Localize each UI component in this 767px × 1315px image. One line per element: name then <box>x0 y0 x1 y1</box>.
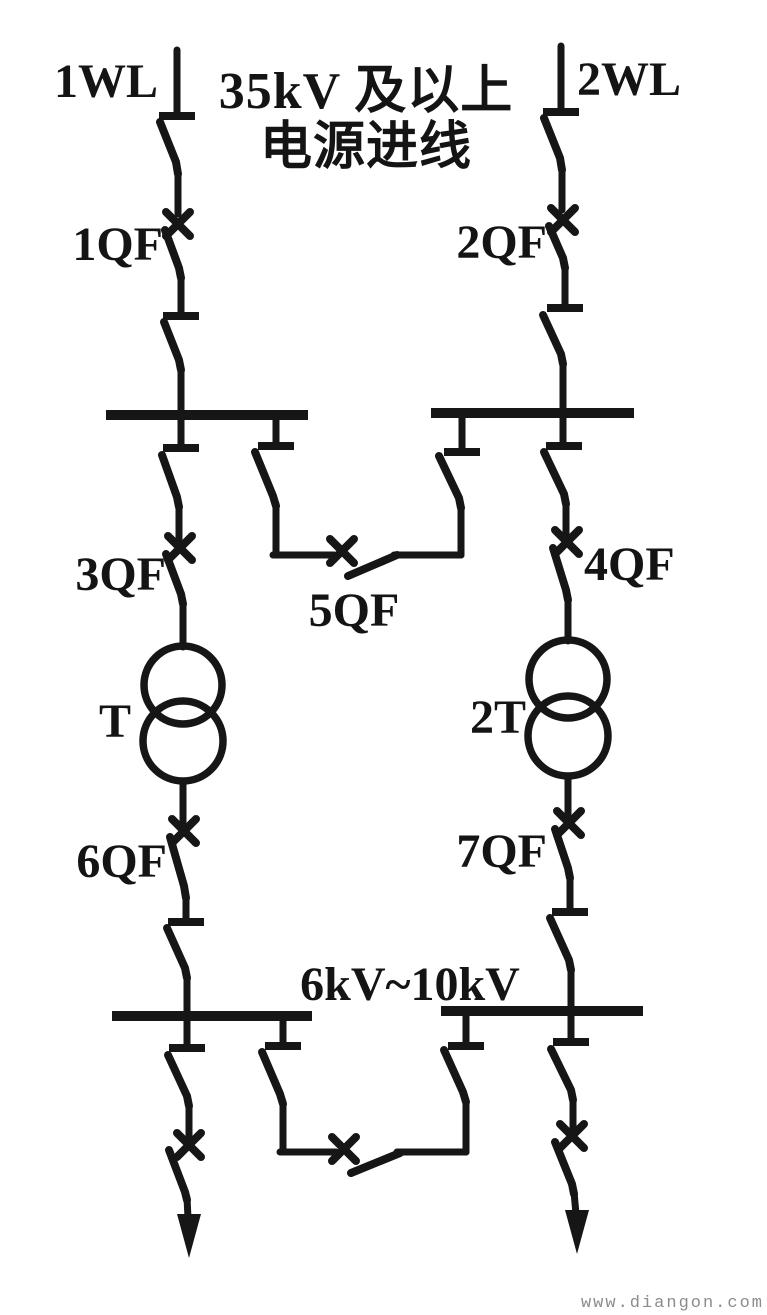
breaker-3qf-symbol <box>162 532 196 608</box>
breaker-7qf-symbol <box>551 807 585 882</box>
breaker-6qf-label: 6QF <box>76 835 167 888</box>
load-arrow-left <box>177 1214 201 1258</box>
outgoing-breaker-left-symbol <box>165 1129 205 1204</box>
bus-tie-5qf <box>251 409 480 580</box>
outgoing-breaker-right-symbol <box>551 1120 588 1198</box>
feeder-1wl <box>139 46 227 1258</box>
breaker-5qf-label: 5QF <box>309 584 400 637</box>
breaker-4qf-label: 4QF <box>584 538 675 591</box>
transformer-t-label: T <box>99 695 131 748</box>
bus-6-10kv-label: 6kV~10kV <box>300 958 520 1011</box>
breaker-1qf-label: 1QF <box>72 218 163 271</box>
diagram-title-line2: 电源进线 <box>260 118 472 176</box>
breaker-2qf-label: 2QF <box>456 216 547 269</box>
load-arrow-right <box>565 1210 589 1254</box>
breaker-4qf-symbol <box>549 526 583 604</box>
transformer-2t-label: 2T <box>470 691 526 744</box>
breaker-6qf-symbol <box>166 815 200 902</box>
transformer-2t-symbol <box>524 636 612 780</box>
breaker-7qf-label: 7QF <box>456 825 547 878</box>
incoming-line-1wl-label: 1WL <box>54 55 158 108</box>
transformer-t-symbol <box>139 642 227 785</box>
watermark: www.diangon.com <box>581 1294 764 1313</box>
breaker-3qf-label: 3QF <box>75 548 166 601</box>
breaker-1qf-symbol <box>161 208 194 282</box>
bus-tie-lower <box>258 1007 484 1177</box>
diagram-title-line1: 35kV 及以上 <box>219 63 514 120</box>
feeder-2wl <box>524 42 612 1254</box>
incoming-line-2wl-label: 2WL <box>577 53 681 106</box>
breaker-2qf-symbol <box>545 204 579 272</box>
